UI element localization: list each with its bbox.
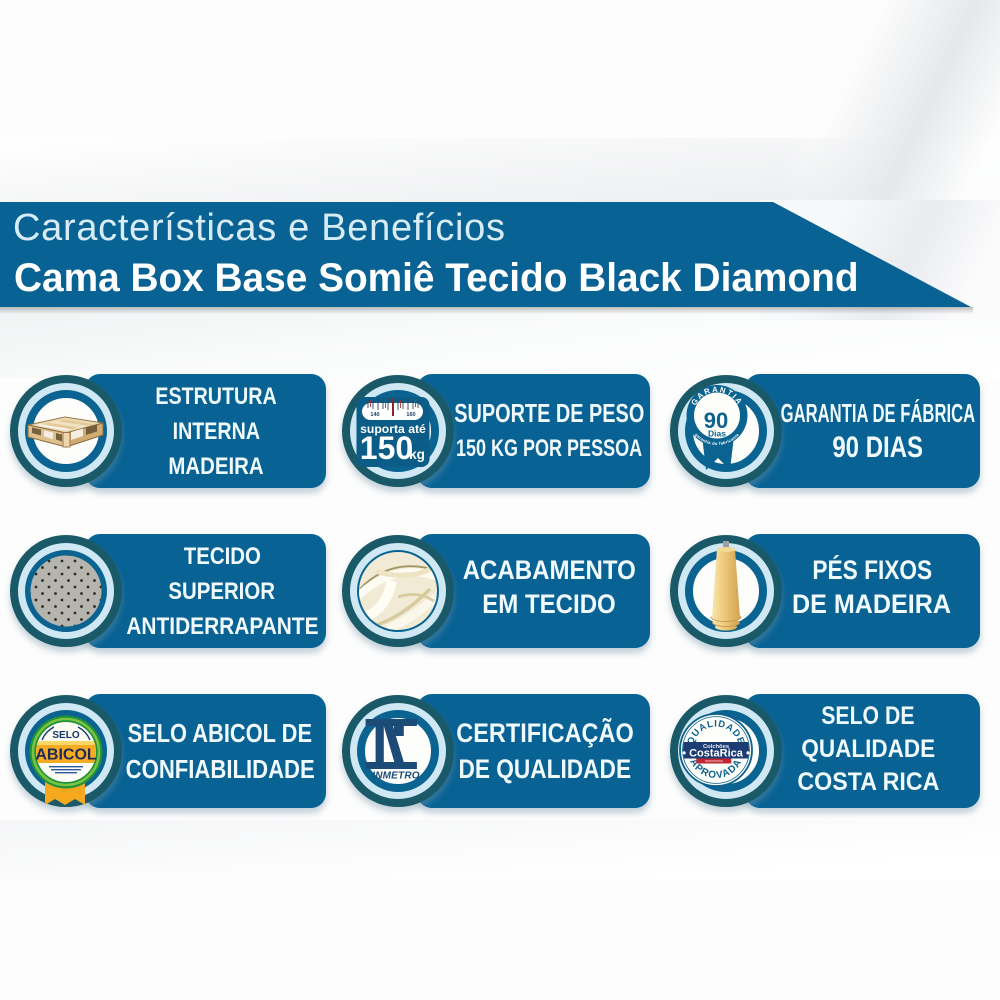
svg-text:suporta até: suporta até: [360, 422, 426, 436]
svg-text:140: 140: [370, 412, 379, 418]
svg-text:SELO: SELO: [52, 730, 79, 741]
svg-text:Colchões: Colchões: [703, 744, 729, 750]
svg-text:150: 150: [360, 430, 413, 466]
svg-text:ABICOL: ABICOL: [35, 747, 97, 764]
svg-text:90: 90: [704, 408, 728, 433]
svg-text:• CostaRica •: • CostaRica •: [682, 748, 750, 760]
svg-text:kg: kg: [409, 447, 425, 462]
svg-text:160: 160: [406, 412, 415, 418]
svg-text:INMETRO: INMETRO: [372, 771, 420, 782]
svg-text:Dias: Dias: [708, 429, 726, 439]
